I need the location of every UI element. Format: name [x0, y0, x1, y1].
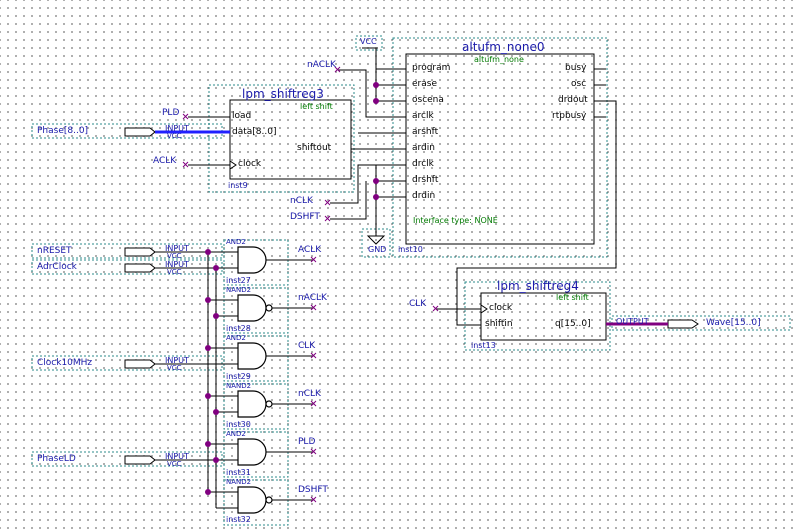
gate-type: AND2: [226, 430, 246, 438]
gate-type: NAND2: [226, 478, 252, 486]
input-type: INPUT: [165, 124, 189, 133]
input-pin: [124, 455, 156, 465]
input-pull: VCC: [167, 132, 182, 140]
ufm-title: altufm_none0: [462, 40, 545, 54]
net-label-dshft: DSHFT: [290, 212, 320, 222]
gate-type: AND2: [226, 334, 246, 342]
port-erase: erase: [412, 79, 437, 89]
gate-type: AND2: [226, 238, 246, 246]
input-pull: VCC: [167, 364, 182, 372]
gate-output-label: nCLK: [298, 389, 321, 399]
port-q: q[15..0]: [555, 319, 591, 329]
port-drshft: drshft: [412, 175, 439, 185]
input-name: Phase[8..0]: [37, 126, 89, 136]
and-gate: [237, 342, 267, 370]
port-load: load: [232, 111, 252, 121]
input-name: AdrClock: [37, 262, 77, 272]
ufm-note: Interface type: NONE: [413, 216, 498, 225]
input-type: INPUT: [165, 260, 189, 269]
gate-output-label: nACLK: [298, 293, 327, 303]
nand-gate: [237, 390, 267, 418]
input-name: nRESET: [37, 246, 72, 256]
net-label-naclk: nACLK: [307, 60, 336, 70]
gate-type: NAND2: [226, 286, 252, 294]
port-osc: osc: [571, 79, 587, 89]
gate-instance: inst28: [226, 324, 251, 333]
gate-instance: inst32: [226, 515, 251, 524]
ufm-instance: inst10: [398, 245, 423, 254]
input-pin: [124, 247, 156, 257]
shiftreg4-symbol[interactable]: [464, 281, 611, 351]
port-clock: clock: [489, 303, 513, 313]
port-arshft: arshft: [412, 127, 439, 137]
input-pin: [124, 127, 156, 137]
input-type: INPUT: [165, 244, 189, 253]
input-pin: [124, 263, 156, 273]
port-oscena: oscena: [412, 95, 444, 105]
vcc-label: VCC: [360, 37, 377, 46]
port-drclk: drclk: [412, 159, 434, 169]
nand-gate: [237, 486, 267, 514]
net-label-clk: CLK: [409, 299, 427, 309]
port-shiftout: shiftout: [297, 143, 332, 153]
gate-type: NAND2: [226, 382, 252, 390]
output-name: Wave[15..0]: [706, 318, 761, 328]
gate-instance: inst31: [226, 468, 251, 477]
port-rtpbusy: rtpbusy: [552, 111, 587, 121]
input-type: INPUT: [165, 356, 189, 365]
gnd-label: GND: [368, 245, 387, 254]
port-program: program: [412, 63, 451, 73]
port-busy: busy: [565, 63, 587, 73]
port-arclk: arclk: [412, 111, 434, 121]
input-pin: [124, 359, 156, 369]
input-pull: VCC: [167, 460, 182, 468]
port-data: data[8..0]: [232, 127, 277, 137]
port-clock: clock: [238, 159, 262, 169]
net-label-pld: PLD: [162, 108, 180, 118]
input-type: INPUT: [165, 452, 189, 461]
port-drdin: drdin: [412, 191, 436, 201]
and-gate: [237, 438, 267, 466]
gate-output-label: ACLK: [298, 245, 322, 255]
port-drdout: drdout: [558, 95, 588, 105]
shiftreg4-title: lpm_shiftreg4: [497, 279, 579, 293]
output-pin: [667, 319, 699, 329]
port-shiftin: shiftin: [485, 319, 513, 329]
gate-output-label: DSHFT: [298, 485, 328, 495]
net-label-aclk: ACLK: [153, 156, 177, 166]
net-label-nclk: nCLK: [290, 196, 313, 206]
shiftreg3-title: lpm_shiftreg3: [242, 87, 324, 101]
input-name: Clock10MHz: [37, 358, 93, 368]
shiftreg4-subtitle: left shift: [556, 293, 589, 302]
gate-instance: inst30: [226, 420, 251, 429]
gate-output-label: CLK: [298, 341, 316, 351]
shiftreg4-instance: inst13: [471, 341, 496, 350]
shiftreg3-instance: inst9: [228, 181, 248, 190]
ufm-subtitle: altufm_none: [474, 55, 524, 64]
input-name: PhaseLD: [37, 454, 76, 464]
and-gate: [237, 246, 267, 274]
input-pull: VCC: [167, 268, 182, 276]
nand-gate: [237, 294, 267, 322]
port-ardin: ardin: [412, 143, 435, 153]
shiftreg3-symbol[interactable]: [208, 84, 355, 193]
gate-output-label: PLD: [298, 437, 316, 447]
input-pull: VCC: [167, 252, 182, 260]
gate-instance: inst27: [226, 276, 251, 285]
output-type: OUTPUT: [616, 317, 649, 326]
shiftreg3-subtitle: left shift: [300, 102, 333, 111]
gate-instance: inst29: [226, 372, 251, 381]
